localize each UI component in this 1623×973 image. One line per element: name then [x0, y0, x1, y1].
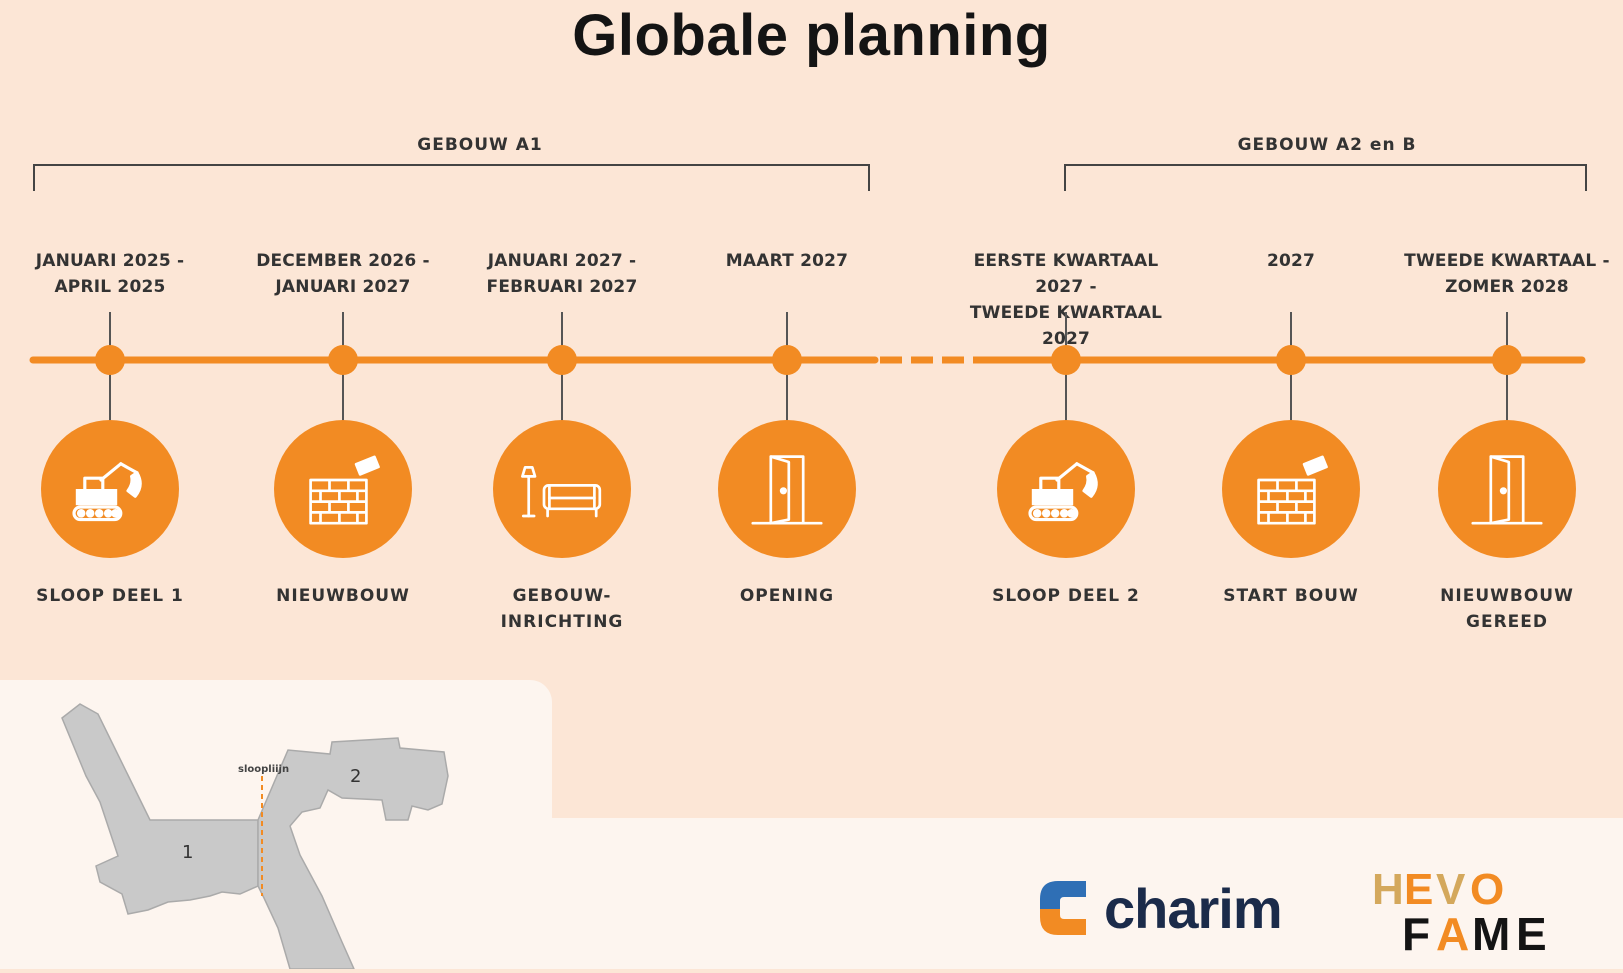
milestone-label-line1: NIEUWBOUW: [1440, 586, 1574, 606]
milestone-label: OPENING: [677, 583, 897, 609]
milestone-dot: [772, 345, 802, 375]
milestone-label-line2: INRICHTING: [500, 612, 624, 632]
milestone-date: JANUARI 2025 - APRIL 2025: [0, 248, 225, 300]
milestone-date-line1: JANUARI 2025 -: [35, 251, 185, 271]
milestone-date-line2: APRIL 2025: [54, 277, 166, 297]
group-label-a2-b: GEBOUW A2 en B: [1237, 135, 1417, 155]
milestone-dot: [1276, 345, 1306, 375]
milestone-label: SLOOP DEEL 2: [956, 583, 1176, 609]
excavator-icon: [41, 420, 179, 558]
area-1-label: 1: [182, 842, 193, 863]
milestone-date: DECEMBER 2026 - JANUARI 2027: [228, 248, 458, 300]
svg-text:H: H: [1372, 865, 1404, 914]
milestone-label-line1: NIEUWBOUW: [276, 586, 410, 606]
milestone-dot: [328, 345, 358, 375]
milestone-dot: [95, 345, 125, 375]
demolition-line-label: sloopliijn: [238, 764, 289, 775]
milestone-dot: [547, 345, 577, 375]
milestone-date-line2: FEBRUARI 2027: [486, 277, 638, 297]
milestone-date-line1: 2027: [1266, 251, 1316, 271]
svg-text:A: A: [1436, 908, 1469, 952]
milestone-date-line2: JANUARI 2027: [275, 277, 411, 297]
milestone-label: START BOUW: [1181, 583, 1401, 609]
brick-wall-icon: [1222, 420, 1360, 558]
milestone-label-line1: SLOOP DEEL 1: [36, 586, 184, 606]
hevo-fame-logo: H E V O F A M E: [1372, 865, 1547, 952]
floor-plan: sloopliijn 1 2: [61, 703, 449, 970]
bracket-a2-b: [1064, 164, 1587, 191]
svg-text:E: E: [1404, 865, 1433, 914]
milestone-date-line1: MAART 2027: [725, 251, 849, 271]
bracket-a1: [33, 164, 870, 191]
milestone-date-line1: TWEEDE KWARTAAL -: [1404, 251, 1610, 271]
milestone-label-line1: OPENING: [739, 586, 835, 606]
area-2-label: 2: [350, 766, 361, 787]
door-icon: [1438, 420, 1576, 558]
milestone-label: SLOOP DEEL 1: [0, 583, 220, 609]
svg-text:O: O: [1470, 865, 1504, 914]
milestone-dot: [1051, 345, 1081, 375]
milestone-date-line1: DECEMBER 2026 -: [256, 251, 430, 271]
svg-text:V: V: [1436, 865, 1466, 914]
excavator-icon: [997, 420, 1135, 558]
milestone-date-line1: EERSTE KWARTAAL 2027 -: [973, 251, 1159, 297]
milestone-label: NIEUWBOUW: [233, 583, 453, 609]
charim-wordmark: charim: [1104, 876, 1283, 940]
milestone-label-line1: START BOUW: [1223, 586, 1359, 606]
svg-text:E: E: [1516, 908, 1547, 952]
milestone-label-line1: GEBOUW-: [512, 586, 612, 606]
milestone-label: NIEUWBOUW GEREED: [1397, 583, 1617, 635]
milestone-date: 2027: [1176, 248, 1406, 274]
milestone-date: MAART 2027: [672, 248, 902, 274]
milestone-label: GEBOUW- INRICHTING: [452, 583, 672, 635]
milestone-dot: [1492, 345, 1522, 375]
milestone-label-line2: GEREED: [1466, 612, 1548, 632]
page-title: Globale planning: [572, 3, 1051, 68]
sofa-lamp-icon: [493, 420, 631, 558]
milestone-date-line2: ZOMER 2028: [1445, 277, 1569, 297]
brick-wall-icon: [274, 420, 412, 558]
svg-text:F: F: [1402, 908, 1430, 952]
group-label-a1: GEBOUW A1: [417, 135, 543, 155]
charim-logo: charim: [1036, 870, 1283, 946]
timeline-line: [29, 356, 1586, 364]
svg-text:M: M: [1472, 908, 1510, 952]
charim-mark-icon: [1040, 881, 1086, 935]
milestone-date: TWEEDE KWARTAAL - ZOMER 2028: [1392, 248, 1622, 300]
door-icon: [718, 420, 856, 558]
milestone-date: JANUARI 2027 - FEBRUARI 2027: [447, 248, 677, 300]
floor-plan-panel: sloopliijn 1 2: [0, 680, 552, 970]
milestone-label-line1: SLOOP DEEL 2: [992, 586, 1140, 606]
milestone-date-line1: JANUARI 2027 -: [487, 251, 637, 271]
